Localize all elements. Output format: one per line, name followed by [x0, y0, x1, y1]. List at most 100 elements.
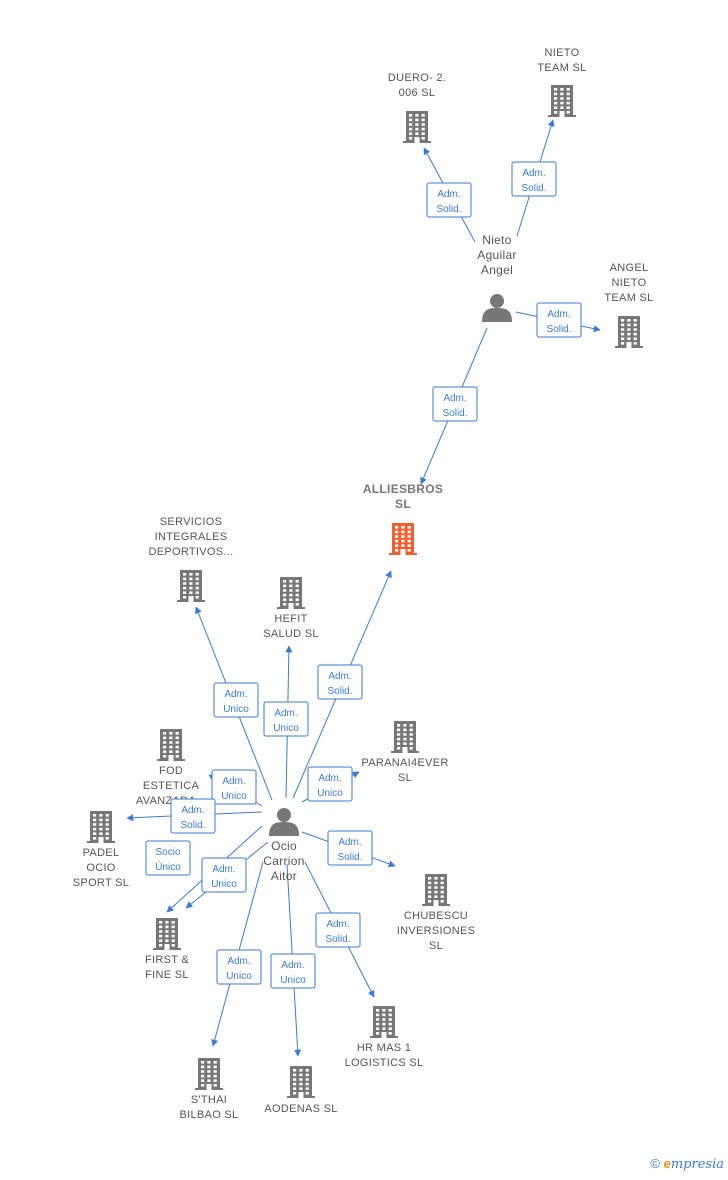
node-label: TEAM SL	[537, 62, 586, 74]
edge-role-label[interactable]: Adm. Solid.	[315, 912, 361, 948]
building-icon	[548, 85, 576, 117]
building-icon	[157, 729, 185, 761]
role-label-text: Adm.	[222, 776, 245, 787]
node-label: OCIO	[86, 862, 115, 874]
node-fod[interactable]: FODESTETICAAVANZADA...	[136, 729, 206, 807]
edge-role-label[interactable]: Adm.Solid.	[170, 798, 216, 834]
node-label: ANGEL	[610, 262, 649, 274]
edge-role-label[interactable]: Adm. Unico	[201, 857, 247, 893]
node-label: Nieto	[482, 233, 512, 247]
node-hefit[interactable]: HEFIT SALUD SL	[263, 577, 319, 640]
node-label: PADEL	[83, 847, 120, 859]
node-hrmas[interactable]: HR MAS 1 LOGISTICS SL	[345, 1006, 424, 1069]
node-nietoteam[interactable]: NIETO TEAM SL	[537, 47, 586, 117]
role-label-text: Solid.	[546, 324, 571, 335]
edge-role-label[interactable]: Adm. Solid.	[536, 302, 582, 338]
edge-role-label[interactable]: Adm. Unico	[263, 701, 309, 737]
role-label-text: Solid.	[337, 852, 362, 863]
role-label-text: Adm.	[443, 393, 466, 404]
node-label: S'THAI	[191, 1094, 227, 1106]
role-label-text: Adm.	[281, 960, 304, 971]
node-aodenas[interactable]: AODENAS SL	[264, 1066, 337, 1115]
edge-role-label[interactable]: Adm.Solid.	[317, 664, 363, 700]
node-label: ESTETICA	[143, 780, 200, 792]
building-icon	[422, 874, 450, 906]
role-label-text: Adm.	[318, 773, 341, 784]
node-label: NIETO	[545, 47, 580, 59]
node-label: INVERSIONES	[397, 925, 476, 937]
node-label: Ocio	[271, 839, 297, 853]
role-label-box	[307, 766, 353, 802]
building-icon	[370, 1006, 398, 1038]
building-icon	[391, 721, 419, 753]
role-label-text: Unico	[211, 879, 237, 890]
edge-role-label[interactable]: Adm. Solid.	[511, 161, 557, 197]
brand-name: mpresia	[670, 1157, 724, 1172]
role-label-text: Unico	[223, 704, 249, 715]
edge-role-label[interactable]: Adm.Solid.	[426, 182, 472, 218]
edge-role-label[interactable]: Adm.Unico	[211, 769, 257, 805]
role-label-text: Adm.	[224, 689, 247, 700]
role-label-text: Solid.	[325, 934, 350, 945]
footer-brand: © empresia	[650, 1156, 724, 1172]
edge-role-label[interactable]: Adm.Unico	[216, 949, 262, 985]
node-label: AODENAS SL	[264, 1103, 337, 1115]
role-label-text: Solid.	[327, 686, 352, 697]
role-label-box	[426, 182, 472, 218]
role-label-box	[315, 912, 361, 948]
edge-role-label[interactable]: Adm. Unico	[270, 953, 316, 989]
role-label-text: Adm.	[547, 309, 570, 320]
node-label: BILBAO SL	[180, 1109, 239, 1121]
node-label: FOD	[159, 765, 183, 777]
node-label: HR MAS 1	[357, 1042, 411, 1054]
role-label-text: Unico	[273, 723, 299, 734]
node-label: DUERO- 2.	[388, 72, 446, 84]
role-label-text: Adm.	[227, 956, 250, 967]
role-label-text: Unico	[317, 788, 343, 799]
node-label: SALUD SL	[263, 628, 319, 640]
node-servicios[interactable]: SERVICIOSINTEGRALESDEPORTIVOS...	[149, 516, 234, 602]
node-duero[interactable]: DUERO- 2.006 SL	[388, 72, 446, 143]
role-label-text: Unico	[280, 975, 306, 986]
building-icon	[287, 1066, 315, 1098]
node-label: Aguilar	[477, 248, 516, 262]
role-label-text: Adm.	[181, 805, 204, 816]
node-label: LOGISTICS SL	[345, 1057, 424, 1069]
role-label-text: Solid.	[436, 204, 461, 215]
building-icon	[153, 918, 181, 950]
node-firstfine[interactable]: FIRST &FINE SL	[145, 918, 189, 981]
role-label-text: Adm.	[212, 864, 235, 875]
role-label-text: Solid.	[442, 408, 467, 419]
node-label: SERVICIOS	[160, 516, 222, 528]
building-icon	[87, 811, 115, 843]
edge-role-label[interactable]: Adm. Unico	[307, 766, 353, 802]
role-label-text: Adm.	[274, 708, 297, 719]
node-sthai[interactable]: S'THAI BILBAO SL	[180, 1058, 239, 1121]
role-label-box	[145, 840, 191, 876]
node-label: SL	[429, 940, 443, 952]
role-label-box	[327, 830, 373, 866]
building-icon	[277, 577, 305, 609]
copyright-symbol: ©	[650, 1156, 660, 1171]
node-label: ALLIESBROS	[363, 482, 443, 496]
node-label: FIRST &	[145, 954, 189, 966]
node-label: Carrion	[263, 854, 304, 868]
role-label-text: Solid.	[521, 183, 546, 194]
role-label-box	[216, 949, 262, 985]
edge-role-label[interactable]: Adm. Solid.	[432, 386, 478, 422]
role-label-text: Adm.	[326, 919, 349, 930]
edge-role-label[interactable]: Adm.Solid.	[327, 830, 373, 866]
building-icon	[195, 1058, 223, 1090]
role-label-box	[270, 953, 316, 989]
edge-role-label[interactable]: Adm. Unico	[213, 682, 259, 718]
role-label-text: Adm.	[522, 168, 545, 179]
node-label: HEFIT	[274, 613, 307, 625]
